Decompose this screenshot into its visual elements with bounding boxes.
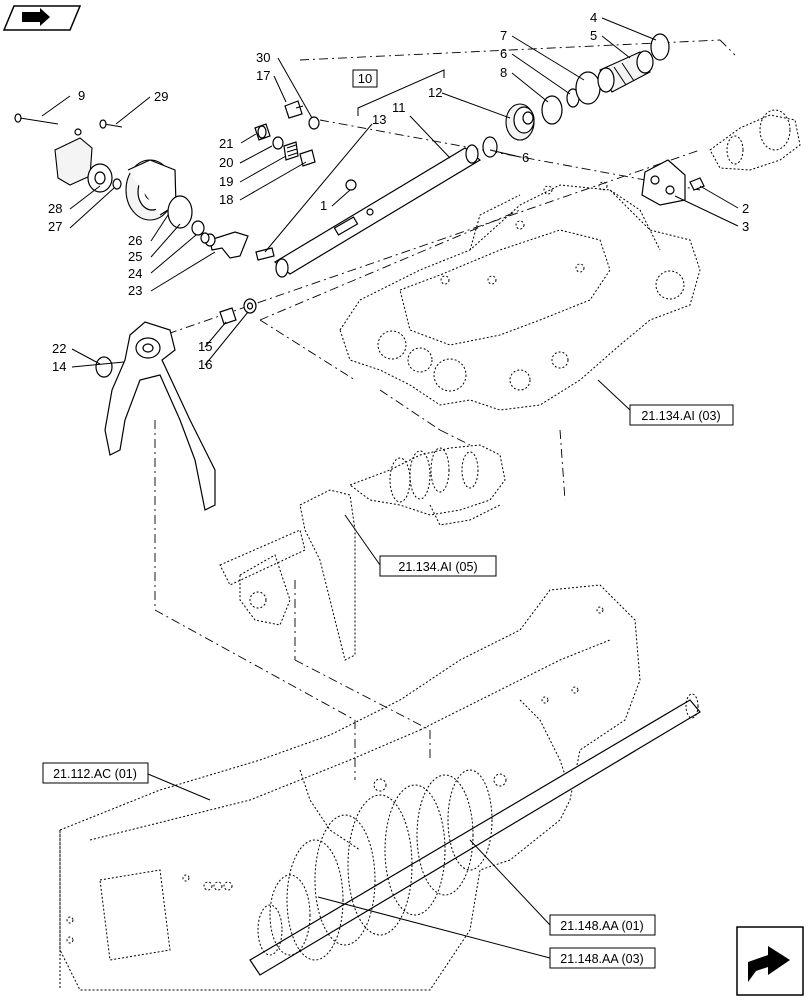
ref-label-21-134-ai-03: 21.134.AI (03): [641, 409, 720, 423]
ball-1: [345, 179, 357, 191]
kit-box-10[interactable]: 10: [352, 69, 378, 88]
ref-box-21-148-aa-01[interactable]: 21.148.AA (01): [549, 914, 656, 936]
nut-16: [243, 298, 257, 314]
callout-29[interactable]: 29: [154, 89, 168, 104]
sleeve-15: [219, 307, 237, 325]
callout-26[interactable]: 26: [128, 233, 142, 248]
callout-22[interactable]: 22: [52, 341, 66, 356]
callout-4[interactable]: 4: [590, 10, 597, 25]
callout-1[interactable]: 1: [320, 198, 327, 213]
selector-rail-11: [273, 144, 482, 278]
callout-10: 10: [358, 71, 372, 86]
kit-bracket-10: [357, 69, 445, 116]
callout-13[interactable]: 13: [372, 112, 386, 127]
callout-6b[interactable]: 6: [522, 150, 529, 165]
ring-22: [95, 356, 113, 378]
callout-12[interactable]: 12: [428, 85, 442, 100]
callout-20[interactable]: 20: [219, 155, 233, 170]
lever-23: [204, 231, 249, 259]
spring-19: [283, 141, 299, 161]
callout-5[interactable]: 5: [590, 28, 597, 43]
callout-14[interactable]: 14: [52, 359, 66, 374]
ring-6b: [482, 136, 498, 158]
book-arrow-icon[interactable]: [2, 5, 82, 31]
ref-box-21-148-aa-03[interactable]: 21.148.AA (03): [549, 947, 656, 969]
shift-fork-dotted: [219, 489, 356, 661]
callout-24[interactable]: 24: [128, 266, 142, 281]
bolt-2: [689, 177, 705, 191]
ring-8: [541, 95, 563, 125]
o-ring-20: [272, 136, 284, 150]
leader-lines: [41, 17, 739, 959]
sensor-unit: [709, 109, 801, 171]
ref-box-21-134-ai-05[interactable]: 21.134.AI (05): [379, 555, 497, 577]
callout-30[interactable]: 30: [256, 50, 270, 65]
ref-label-21-134-ai-05: 21.134.AI (05): [398, 560, 477, 574]
shift-fork-14: [104, 321, 216, 511]
callout-8[interactable]: 8: [500, 65, 507, 80]
callouts: 9 29 30 17 21 20 19 18 28 27 26 25 24 23…: [48, 10, 749, 374]
piston-12: [505, 103, 535, 141]
callout-19[interactable]: 19: [219, 174, 233, 189]
callout-23[interactable]: 23: [128, 283, 142, 298]
callout-11[interactable]: 11: [392, 100, 406, 115]
callout-2[interactable]: 2: [742, 201, 749, 216]
ref-label-21-112-ac-01: 21.112.AC (01): [53, 767, 137, 781]
plug-17: [284, 100, 304, 119]
valve-housing: [339, 181, 701, 411]
next-page-arrow-icon[interactable]: [736, 926, 804, 996]
ref-label-21-148-aa-01: 21.148.AA (01): [560, 919, 643, 933]
callout-17[interactable]: 17: [256, 68, 270, 83]
callout-21[interactable]: 21: [219, 136, 233, 151]
callout-16[interactable]: 16: [198, 357, 212, 372]
ref-label-21-148-aa-03: 21.148.AA (03): [560, 952, 643, 966]
o-ring-30: [308, 116, 320, 130]
callout-15[interactable]: 15: [198, 339, 212, 354]
o-ring-25: [167, 195, 193, 229]
callout-7[interactable]: 7: [500, 28, 507, 43]
callout-3[interactable]: 3: [742, 219, 749, 234]
callout-25[interactable]: 25: [128, 249, 142, 264]
gear-cluster-middle: [348, 444, 506, 526]
solenoid-28: [54, 128, 113, 193]
callout-6a[interactable]: 6: [500, 46, 507, 61]
pin-13: [255, 247, 275, 261]
flange-3: [641, 159, 686, 206]
main-shaft-gears: [249, 693, 701, 976]
actuator-26: [125, 159, 177, 221]
callout-9[interactable]: 9: [78, 88, 85, 103]
callout-18[interactable]: 18: [219, 192, 233, 207]
callout-27[interactable]: 27: [48, 219, 62, 234]
ref-box-21-134-ai-03[interactable]: 21.134.AI (03): [629, 404, 734, 426]
cylinder-5: [597, 50, 654, 93]
plunger-18: [299, 149, 316, 167]
bolt-29: [99, 119, 123, 129]
callout-28[interactable]: 28: [48, 201, 62, 216]
ref-box-21-112-ac-01[interactable]: 21.112.AC (01): [42, 762, 149, 784]
washer-27: [112, 178, 122, 190]
bolt-9: [14, 113, 59, 125]
washers-24: [191, 220, 210, 244]
bushing-21: [254, 123, 271, 141]
clip-4: [650, 33, 670, 61]
